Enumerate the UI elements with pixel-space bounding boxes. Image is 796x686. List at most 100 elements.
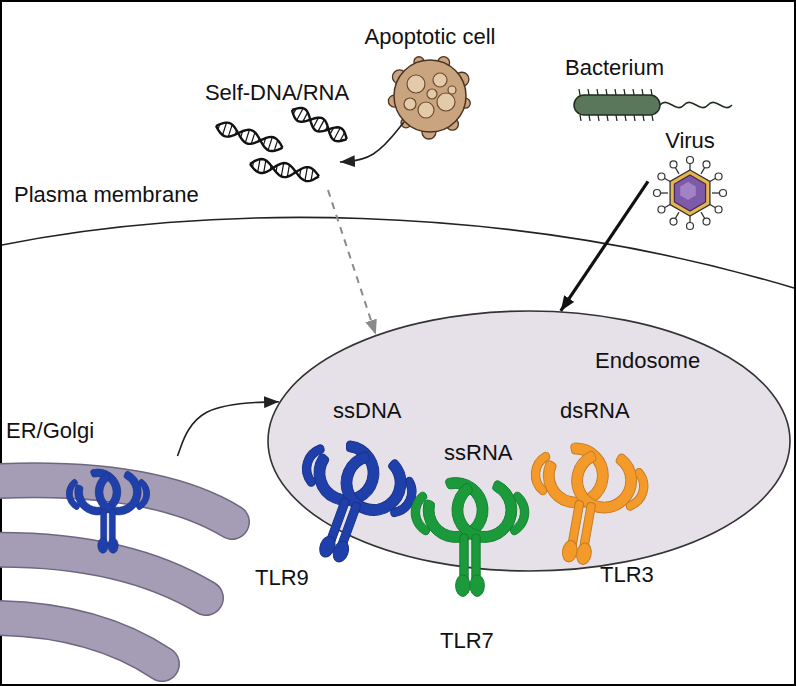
bacterium-picture — [562, 81, 742, 125]
pilus — [598, 115, 599, 121]
dna-strand — [214, 119, 285, 154]
tlr7-receptor — [411, 478, 529, 597]
node-title: Apoptotic cell — [360, 24, 500, 50]
node-title: Self-DNA/RNA — [192, 80, 362, 106]
virus-spike-head — [670, 218, 677, 225]
pilus — [579, 89, 580, 95]
cisterna — [0, 618, 162, 664]
base-pair — [318, 120, 324, 132]
virus-spike — [675, 212, 679, 219]
part-label: dsRNA — [560, 398, 630, 424]
virus-spike-head — [687, 157, 694, 164]
virus-picture — [648, 154, 732, 232]
base-pair — [223, 123, 227, 135]
er-golgi-picture — [0, 444, 250, 686]
virus-spike-head — [703, 218, 710, 225]
tir-domain — [330, 539, 351, 564]
dna-helix — [249, 157, 320, 183]
node-title: Virus — [648, 128, 732, 154]
apoptotic-body — [427, 89, 437, 99]
leucine-rich-repeat-domain — [305, 432, 388, 515]
virus-spike-head — [715, 206, 722, 213]
flagellum — [660, 102, 732, 107]
virus-capsid — [674, 175, 705, 211]
arrow-connector — [340, 122, 404, 162]
dna-strand — [249, 157, 320, 183]
virus-spike — [675, 167, 679, 174]
leucine-rich-repeat-domain — [137, 479, 150, 509]
virus-spike — [712, 192, 720, 193]
self-nucleic-acid-picture — [192, 106, 362, 186]
leucine-rich-repeat-domain — [332, 444, 414, 524]
leucine-rich-repeat-domain — [411, 492, 430, 535]
apoptotic-body — [437, 93, 455, 111]
leucine-rich-repeat-domain — [95, 471, 141, 515]
apoptotic-cell-picture — [360, 50, 500, 140]
virus-spike-head — [720, 190, 727, 197]
transmembrane-stem — [101, 509, 107, 543]
base-pair — [268, 137, 272, 150]
pilus — [616, 115, 617, 121]
pilus — [642, 89, 643, 95]
pilus — [652, 115, 653, 121]
arrow-connector — [178, 402, 280, 456]
leucine-rich-repeat-domain — [567, 446, 642, 518]
virus-spike — [701, 212, 705, 219]
cisterna — [0, 550, 206, 598]
transmembrane-stem — [460, 534, 468, 582]
cisterna — [0, 480, 232, 522]
tir-domain — [108, 538, 118, 553]
base-pair — [334, 128, 341, 140]
endosome-membrane — [268, 311, 790, 571]
virus-spike-head — [670, 161, 677, 168]
leucine-rich-repeat-domain — [389, 475, 421, 521]
base-pair — [297, 108, 303, 120]
er-golgi: ER/Golgi — [0, 418, 250, 686]
node-title: Bacterium — [562, 55, 742, 81]
pilus — [589, 115, 590, 121]
pilus — [607, 115, 608, 121]
virus-spike — [660, 192, 668, 193]
cisterna-outline — [0, 618, 162, 664]
virus-spike-head — [715, 173, 722, 180]
dna-helix — [289, 104, 350, 145]
apoptotic-cell-body — [394, 60, 466, 132]
pilus — [634, 115, 635, 121]
part-label: TLR7 — [440, 628, 494, 654]
dna-helix — [214, 119, 285, 154]
pilus — [615, 89, 616, 95]
leucine-rich-repeat-domain — [510, 492, 529, 535]
part-label: ssRNA — [444, 440, 512, 466]
dna-strand — [289, 104, 350, 145]
transmembrane-stem — [109, 509, 115, 543]
leucine-rich-repeat-domain — [538, 438, 613, 513]
er-golgi-stack — [0, 480, 232, 664]
part-label: TLR3 — [600, 562, 654, 588]
apoptotic-body — [418, 102, 434, 118]
pilus — [588, 89, 589, 95]
leucine-rich-repeat-domain — [528, 450, 554, 495]
self-nucleic-acid: Self-DNA/RNA — [192, 80, 362, 186]
virus: Virus — [648, 128, 732, 232]
pilus — [597, 89, 598, 95]
transmembrane-stem — [472, 534, 480, 582]
plasma-membrane-line — [2, 217, 794, 288]
pilus — [643, 115, 644, 121]
virus-spike-head — [703, 161, 710, 168]
apoptotic-cell: Apoptotic cell — [360, 24, 500, 140]
leucine-rich-repeat-domain — [625, 467, 651, 512]
arrow-connector — [561, 181, 648, 311]
part-label: TLR9 — [255, 565, 309, 591]
tir-domain — [456, 575, 470, 597]
virus-spike-head — [658, 206, 665, 213]
tir-domain — [561, 539, 579, 563]
leucine-rich-repeat-domain — [75, 469, 121, 515]
part-label: ssDNA — [333, 398, 401, 424]
pilus — [624, 89, 625, 95]
leucine-rich-repeat-domain — [296, 441, 328, 487]
tlr9-receptor — [275, 427, 426, 579]
tir-domain — [98, 538, 108, 553]
